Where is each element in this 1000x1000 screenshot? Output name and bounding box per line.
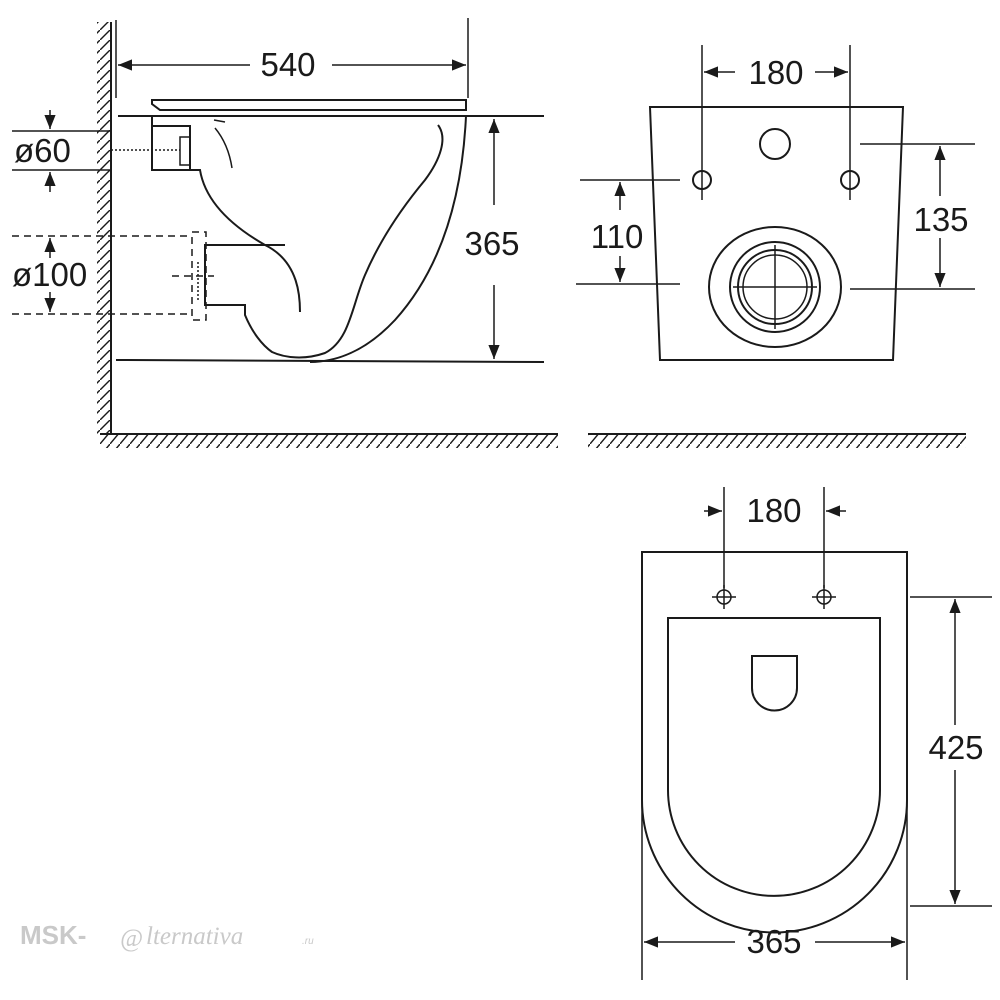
svg-text:.ru: .ru (302, 936, 314, 947)
top-bolt-left (712, 585, 736, 609)
rear-right-height-label: 135 (913, 201, 968, 238)
inlet-diameter-label: ø60 (14, 132, 71, 169)
rear-left-height-label: 110 (591, 218, 644, 255)
dimension-width-540: 540 (115, 18, 469, 98)
seat-outline (667, 617, 881, 897)
dimension-bolt-spacing-rear: 180 (701, 45, 851, 200)
floor-hatch-right (588, 433, 966, 448)
toilet-seat (118, 99, 468, 117)
outlet-diameter-label: ø100 (12, 256, 87, 293)
dimension-height-365: 365 (464, 119, 520, 359)
dimension-inlet-60: ø60 (12, 110, 111, 192)
dimension-width-365: 365 (641, 800, 908, 980)
svg-text:MSK-: MSK- (20, 920, 86, 950)
height-label: 365 (464, 225, 519, 262)
floor-hatch-left (100, 433, 558, 448)
svg-text:lternativa: lternativa (146, 923, 243, 950)
inlet-hole (759, 128, 791, 160)
rear-view: 180 110 135 (576, 45, 975, 448)
rear-bolt-spacing-label: 180 (748, 54, 803, 91)
length-label: 425 (928, 729, 983, 766)
dimension-bolt-spacing-top: 180 (704, 487, 846, 588)
top-bolt-right (812, 585, 836, 609)
dimension-outlet-100: ø100 (12, 235, 192, 315)
toilet-bowl-side (111, 115, 545, 363)
top-outline (641, 551, 908, 934)
width-label: 540 (260, 46, 315, 83)
top-view: 180 425 365 (641, 487, 992, 980)
dimension-length-425: 425 (910, 596, 992, 907)
dimension-rear-135: 135 (850, 143, 975, 290)
watermark-logo: MSK- @ lternativa .ru (20, 920, 314, 952)
dimension-rear-110: 110 (576, 179, 680, 285)
top-bolt-spacing-label: 180 (746, 492, 801, 529)
top-width-label: 365 (746, 923, 801, 960)
rear-outline (648, 106, 905, 361)
seat-opening (751, 655, 798, 712)
svg-text:@: @ (120, 925, 143, 952)
wall-hatch (97, 22, 112, 434)
outlet-ring (708, 226, 842, 348)
side-view: 540 365 ø60 ø100 (12, 18, 558, 448)
